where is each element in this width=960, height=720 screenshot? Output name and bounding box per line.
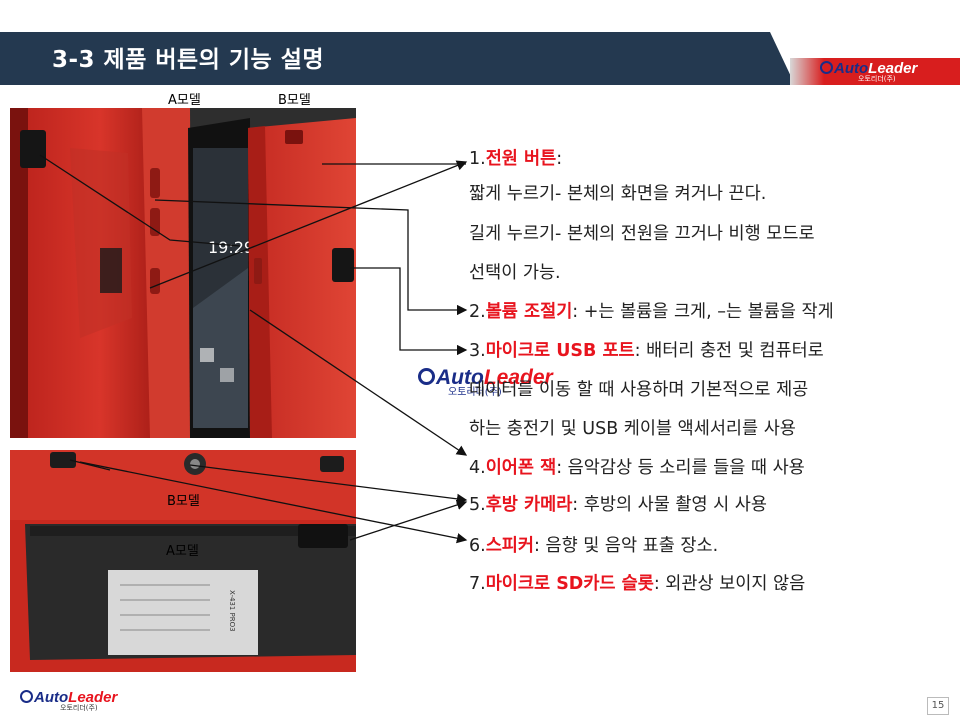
- item-sd-slot: 7.마이크로 SD카드 슬롯: 외관상 보이지 않음: [469, 574, 806, 594]
- page-number: 15: [927, 697, 949, 715]
- logo-ring-icon: [418, 368, 435, 385]
- item-power-long: 길게 누르기- 본체의 전원을 끄거나 비행 모드로: [469, 224, 815, 244]
- speaker-grille: [298, 524, 348, 548]
- logo-ring-icon: [20, 690, 33, 703]
- header-logo: AutoLeader 오토리더(주): [820, 61, 917, 83]
- page-title: 3-3 제품 버튼의 기능 설명: [52, 47, 325, 73]
- logo-word-leader: Leader: [868, 60, 918, 77]
- device-b-port: [332, 248, 354, 282]
- label-sticker: [108, 570, 258, 655]
- logo-word-auto: Auto: [834, 60, 869, 77]
- item-usb-cont-1: 데이터를 이동 할 때 사용하며 기본적으로 제공: [469, 380, 809, 400]
- logo-ring-icon: [820, 61, 833, 74]
- device-a-edge: [142, 108, 192, 438]
- label-top-model-b: B모델: [278, 93, 311, 108]
- item-usb-cont-2: 하는 충전기 및 USB 케이블 액세서리를 사용: [469, 419, 796, 439]
- footer-logo: AutoLeader 오토리더(주): [20, 690, 117, 712]
- sticker-model-text: X-431 PRO3: [228, 590, 236, 632]
- arrow-usb: [350, 267, 468, 356]
- logo-subtitle: 오토리더(주): [60, 704, 98, 712]
- item-power-long-cont: 선택이 가능.: [469, 263, 561, 283]
- label-top-model-a: A모델: [168, 93, 201, 108]
- rear-camera-slot: [50, 452, 76, 468]
- label-bottom-model-a: A모델: [166, 544, 199, 559]
- header-accent-stripe: [790, 58, 960, 85]
- item-power: 1.전원 버튼:: [469, 149, 563, 169]
- logo-word-auto: Auto: [34, 689, 69, 706]
- logo-subtitle: 오토리더(주): [448, 387, 502, 398]
- logo-word-leader: Leader: [68, 689, 118, 706]
- arrow-speaker-a: [349, 499, 468, 541]
- device-side-photo: 19:29: [10, 108, 356, 438]
- item-earphone: 4.이어폰 잭: 음악감상 등 소리를 들을 때 사용: [469, 458, 805, 478]
- logo-subtitle: 오토리더(주): [858, 75, 896, 83]
- device-back-photo: X-431 PRO3: [10, 450, 356, 672]
- device-a-port: [20, 130, 46, 168]
- item-power-short: 짧게 누르기- 본체의 화면을 켜거나 끈다.: [469, 184, 767, 204]
- logo-word-leader: Leader: [483, 366, 553, 389]
- header-bar: [0, 32, 795, 85]
- item-volume: 2.볼륨 조절기: +는 볼륨을 크게, –는 볼륨을 작게: [469, 302, 834, 322]
- screen-clock: 19:29: [208, 238, 254, 257]
- item-speaker: 6.스피커: 음향 및 음악 표출 장소.: [469, 536, 719, 556]
- item-usb: 3.마이크로 USB 포트: 배터리 충전 및 컴퓨터로: [469, 341, 824, 361]
- label-bottom-model-b: B모델: [167, 494, 200, 509]
- item-rear-camera: 5.후방 카메라: 후방의 사물 촬영 시 사용: [469, 495, 768, 515]
